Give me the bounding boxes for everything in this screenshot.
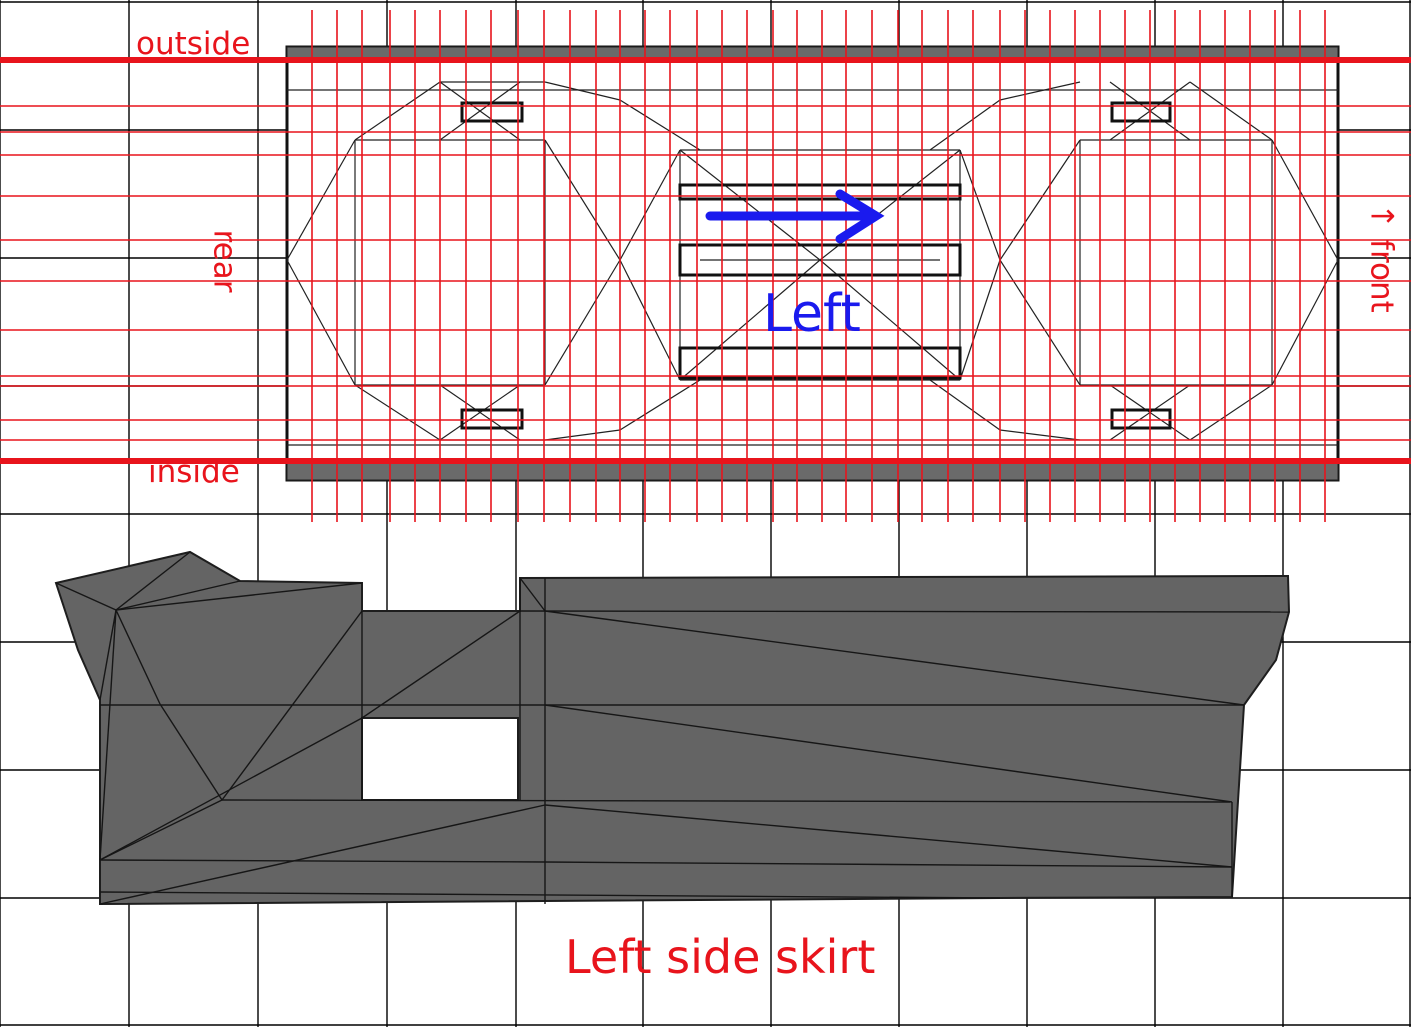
side-mesh-edge <box>99 859 546 863</box>
diagram-title: Left side skirt <box>565 930 876 984</box>
side-mesh-edge <box>221 610 363 801</box>
side-mesh-edge <box>519 577 546 612</box>
direction-label: Left <box>763 284 861 344</box>
top-mesh-edge <box>819 259 961 381</box>
side-mesh-edge <box>115 582 363 611</box>
top-mesh-edge <box>929 99 1001 151</box>
top-mesh-edge <box>929 379 1001 431</box>
side-mesh-edge <box>519 610 1290 613</box>
side-mesh-edge <box>99 804 546 905</box>
rear-label: rear <box>206 229 243 293</box>
outside-label: outside <box>136 26 251 62</box>
top-mesh-edge <box>999 429 1081 441</box>
side-view-left-block <box>54 550 1291 906</box>
top-view-slots <box>460 101 1172 430</box>
top-mesh-edge <box>439 81 521 141</box>
top-view-wireframe <box>285 45 1340 482</box>
top-mesh-edge <box>544 429 621 441</box>
side-mesh-edge <box>159 703 223 801</box>
side-mesh-edge <box>544 861 1233 868</box>
side-mesh-edge <box>99 891 1001 899</box>
side-mesh-edge <box>55 582 117 611</box>
side-view-silhouette <box>54 550 1291 906</box>
top-slot <box>1110 408 1172 430</box>
side-mesh-edge <box>221 799 1231 803</box>
red-guide-lines <box>0 10 1411 522</box>
top-slot <box>678 346 962 380</box>
side-view-mesh-edges <box>55 551 1290 905</box>
side-mesh-edge <box>115 609 161 705</box>
top-slot <box>460 408 524 430</box>
front-label: ↑ front <box>1363 203 1400 313</box>
side-mesh-edge <box>544 704 1233 803</box>
side-mesh-edge <box>99 609 117 701</box>
top-view-outline <box>285 45 1340 482</box>
inside-label: inside <box>148 454 240 490</box>
top-mesh-edge <box>439 384 521 441</box>
side-mesh-edge <box>115 551 191 611</box>
side-mesh-edge <box>99 799 223 861</box>
top-mesh-edge <box>959 259 1001 381</box>
top-mesh-edge <box>619 99 701 151</box>
side-view-window-hole <box>361 717 519 801</box>
top-mesh-edge <box>959 149 1001 261</box>
top-mesh-edge <box>1189 81 1273 141</box>
top-mesh-edge <box>999 81 1081 101</box>
top-mesh-edge <box>619 379 701 431</box>
top-view-bottom-strip <box>286 461 1339 481</box>
direction-arrow <box>705 189 885 244</box>
side-mesh-edge <box>115 580 241 611</box>
side-mesh-edge <box>544 610 1245 706</box>
side-mesh-edge <box>99 609 117 861</box>
top-slot <box>678 243 962 277</box>
top-slot <box>1110 101 1172 123</box>
top-slot <box>460 101 524 123</box>
top-mesh-edge <box>1189 384 1273 441</box>
top-mesh-edge <box>354 384 441 441</box>
top-slot <box>678 183 962 201</box>
top-mesh-edge <box>544 81 621 101</box>
side-mesh-edge <box>361 610 521 719</box>
top-mesh-edge <box>354 81 441 141</box>
side-mesh-edge <box>544 804 1233 868</box>
